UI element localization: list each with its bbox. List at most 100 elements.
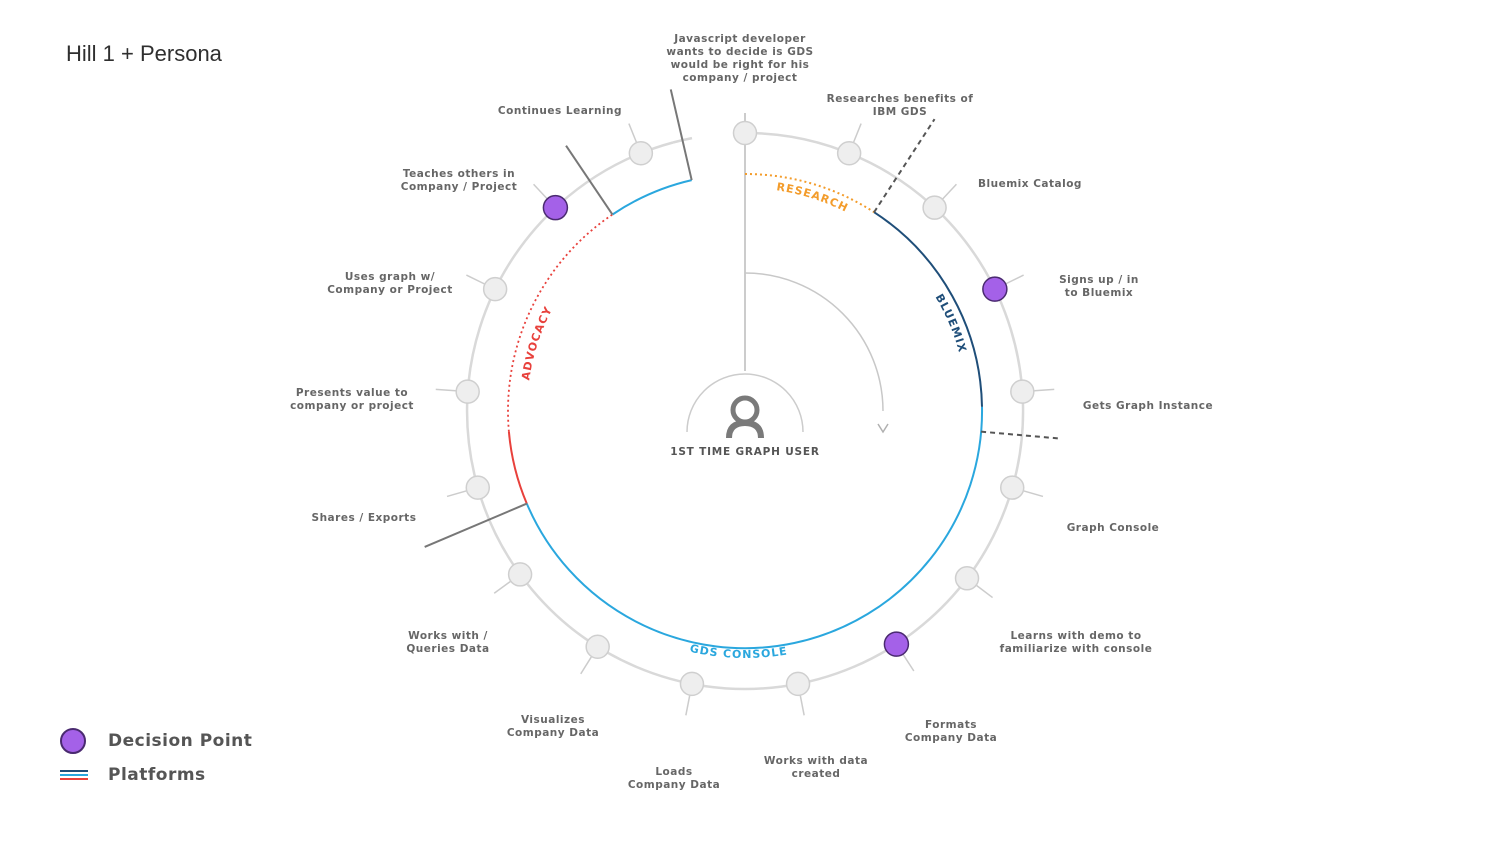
step-label-line: Queries Data <box>406 643 489 655</box>
step-label-line: Loads <box>655 766 692 778</box>
direction-arrow-icon <box>877 423 889 434</box>
step-label: Bluemix Catalog <box>978 178 1082 190</box>
step-label-line: Formats <box>925 719 977 731</box>
step-label-line: Gets Graph Instance <box>1083 400 1213 412</box>
step-tick <box>902 653 915 672</box>
step-label-line: IBM GDS <box>873 106 927 118</box>
bluemix-arc <box>873 211 983 407</box>
step-label: Continues Learning <box>498 105 622 117</box>
advocacy-learning-separator <box>565 145 614 216</box>
legend-decision-point: Decision Point <box>60 724 252 758</box>
learning-arc <box>611 179 692 216</box>
bluemix-console-separator <box>981 430 1062 440</box>
step-label-line: Visualizes <box>521 714 585 726</box>
step-label-line: Company Data <box>507 727 599 739</box>
step-tick <box>1005 274 1024 285</box>
step-label-line: created <box>792 768 841 780</box>
step-node <box>482 276 508 302</box>
step-node <box>922 195 947 220</box>
advocacy-arc <box>507 431 528 504</box>
step-node <box>465 475 491 500</box>
step-label: Shares / Exports <box>312 512 417 524</box>
step-label-line: Presents value to <box>296 387 408 399</box>
step-label-line: would be right for his <box>671 59 810 71</box>
platforms-lines-icon <box>60 768 88 782</box>
step-tick <box>1034 388 1055 392</box>
journey-step: Shares / Exports <box>312 475 491 524</box>
gds-console-arc <box>525 406 984 650</box>
step-tick <box>799 695 805 716</box>
step-node <box>836 140 862 166</box>
step-tick <box>435 388 456 392</box>
step-label-line: Works with / <box>408 630 488 642</box>
console-advocacy-separator <box>424 502 528 548</box>
step-node <box>954 566 980 591</box>
step-label-line: Researches benefits of <box>827 93 974 105</box>
step-label-line: company or project <box>290 400 414 412</box>
step-label-line: Javascript developer <box>673 33 806 45</box>
step-label-line: familiarize with console <box>1000 643 1153 655</box>
persona-center: 1ST TIME GRAPH USER <box>670 373 820 458</box>
step-label-line: Teaches others in <box>403 168 515 180</box>
page-title: Hill 1 + Persona <box>66 41 222 66</box>
step-label-line: Shares / Exports <box>312 512 417 524</box>
step-node <box>455 379 480 404</box>
step-label-line: Company or Project <box>327 284 453 296</box>
step-node <box>679 671 705 697</box>
step-node <box>732 120 758 146</box>
research-arc <box>744 172 875 214</box>
step-label-line: Company Data <box>905 732 997 744</box>
step-node <box>1010 379 1035 404</box>
step-label-line: to Bluemix <box>1065 287 1133 299</box>
legend-platforms: Platforms <box>60 758 252 792</box>
step-node <box>628 140 654 166</box>
step-tick <box>976 584 994 599</box>
step-tick <box>1023 490 1044 498</box>
step-label-line: Graph Console <box>1067 522 1160 534</box>
learning-end-separator <box>669 89 693 181</box>
step-node <box>999 475 1025 500</box>
step-label-line: company / project <box>683 72 798 84</box>
step-label-line: Uses graph w/ <box>345 271 435 283</box>
step-tick <box>852 123 862 143</box>
journey-step: Bluemix Catalog <box>922 178 1082 220</box>
advocacy-phase-label: ADVOCACY <box>519 304 555 381</box>
step-label-line: Signs up / in <box>1059 274 1139 286</box>
step-label-line: Continues Learning <box>498 105 622 117</box>
persona-label: 1ST TIME GRAPH USER <box>670 446 820 458</box>
journey-step: Works with /Queries Data <box>406 562 533 655</box>
step-tick <box>942 183 957 200</box>
legend-platforms-label: Platforms <box>108 765 206 785</box>
step-label: Graph Console <box>1067 522 1160 534</box>
journey-step: Graph Console <box>999 475 1160 534</box>
step-label: Works with /Queries Data <box>406 630 489 655</box>
decision-point-node <box>883 631 910 657</box>
step-node <box>585 634 610 660</box>
decision-point-node <box>982 276 1008 302</box>
center-half-ring <box>686 373 804 433</box>
gds-console-phase-label: GDS CONSOLE <box>689 642 789 661</box>
direction-arc <box>744 272 884 412</box>
step-node <box>507 562 533 587</box>
step-label: Uses graph w/Company or Project <box>327 271 453 296</box>
advocacy-dotted-arc <box>507 213 614 432</box>
